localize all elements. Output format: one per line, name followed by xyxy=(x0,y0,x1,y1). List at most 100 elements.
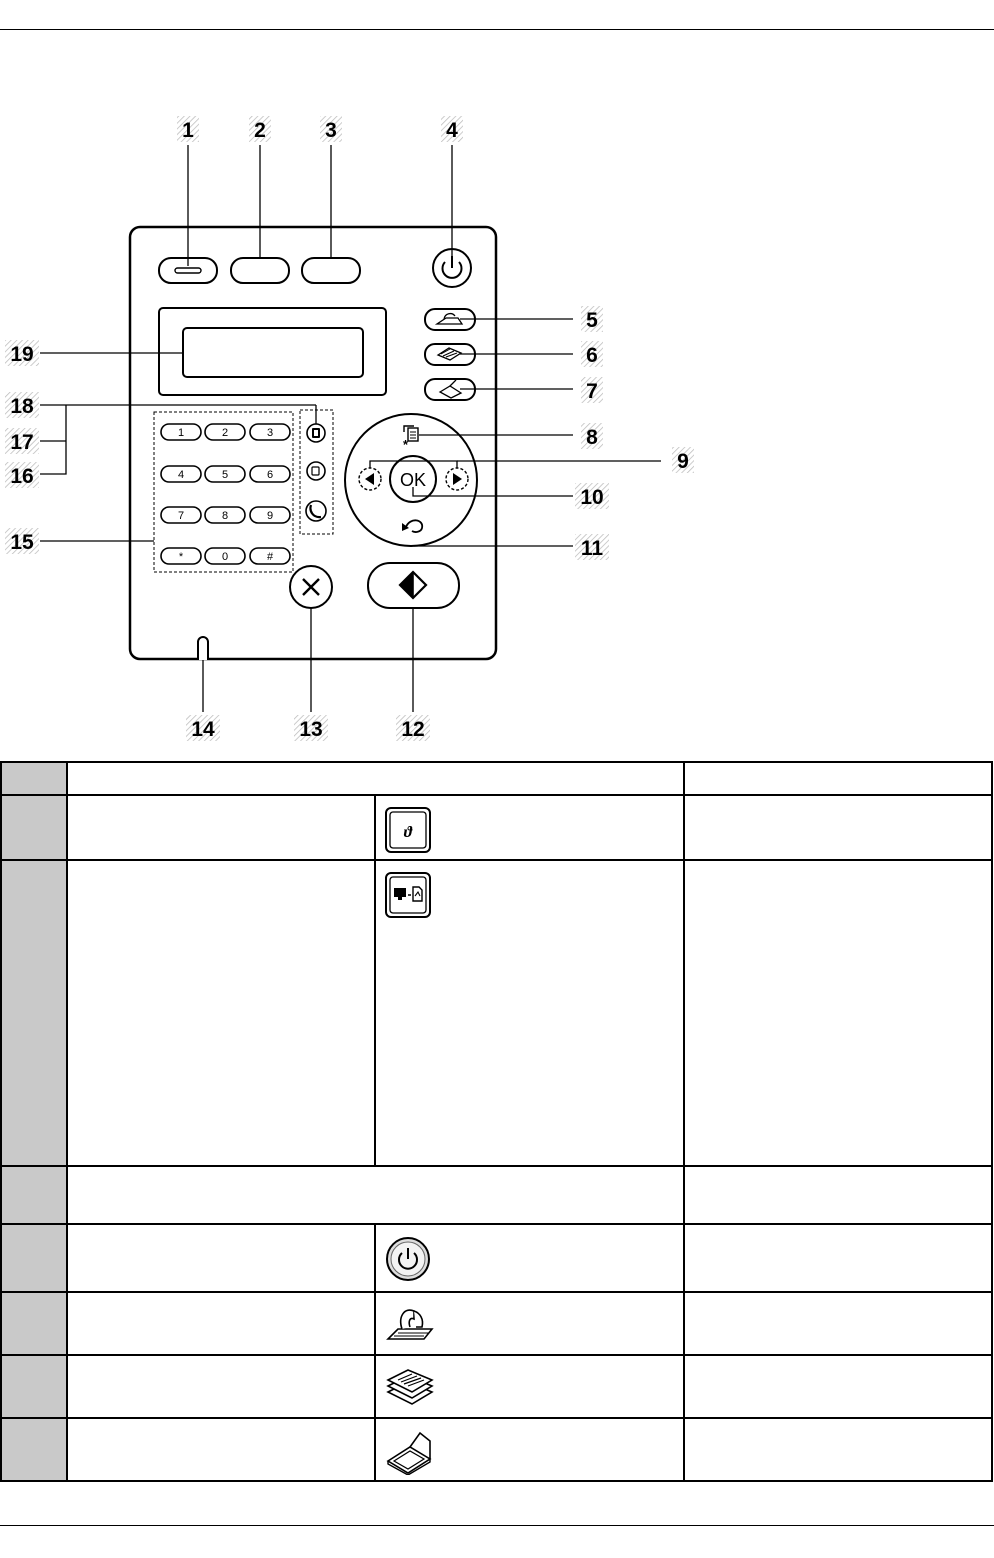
bottom-rule xyxy=(0,1525,994,1526)
row-description-cell xyxy=(682,794,994,861)
callout-hatch xyxy=(441,116,463,142)
keypad-key-label: 4 xyxy=(178,469,184,481)
row-description-cell xyxy=(682,1165,994,1225)
row-index-cell xyxy=(0,1354,68,1419)
row-icon-cell xyxy=(374,1354,685,1419)
keypad-key-3[interactable]: 3 xyxy=(249,423,291,441)
keypad-key-label: * xyxy=(179,551,184,563)
callout-hatch xyxy=(320,116,342,142)
row-description-cell xyxy=(682,1417,994,1482)
keypad-key-#[interactable]: # xyxy=(249,547,291,565)
keypad-key-label: 8 xyxy=(222,510,228,522)
table-row xyxy=(0,859,994,1167)
callout-hatch xyxy=(186,715,220,741)
callout-number-18: 18 xyxy=(10,395,34,418)
row-index-cell xyxy=(0,1291,68,1356)
callout-hatch xyxy=(581,377,603,403)
table-row: ϑ xyxy=(0,794,994,861)
callout-hatch xyxy=(575,534,609,560)
row-name-cell xyxy=(65,1354,377,1419)
row-index-cell xyxy=(0,859,68,1167)
ok-button[interactable]: OK xyxy=(389,455,437,503)
callout-hatch xyxy=(396,715,430,741)
table-header xyxy=(0,761,994,796)
keypad-key-5[interactable]: 5 xyxy=(204,465,246,483)
keypad-key-1[interactable]: 1 xyxy=(160,423,202,441)
callout-number-11: 11 xyxy=(581,537,604,560)
row-icon-cell xyxy=(374,1291,685,1356)
callout-number-7: 7 xyxy=(586,380,598,403)
callout-hatch xyxy=(5,528,39,554)
eco-icon: ϑ xyxy=(385,807,432,853)
keypad-key-8[interactable]: 8 xyxy=(204,506,246,524)
keypad-key-2[interactable]: 2 xyxy=(204,423,246,441)
keypad-key-*[interactable]: * xyxy=(160,547,202,565)
back-button[interactable] xyxy=(402,519,423,533)
power-icon xyxy=(386,1237,431,1281)
callout-number-1: 1 xyxy=(182,119,194,142)
svg-text:*: * xyxy=(403,437,409,452)
row-name-cell xyxy=(66,1165,685,1225)
numeric-keypad: 1 2 3 4 5 6 7 8 9 * 0 # xyxy=(160,423,291,565)
callout-hatch xyxy=(177,116,199,142)
keypad-key-label: # xyxy=(267,551,274,563)
callout-hatch xyxy=(581,306,603,332)
copy-mode-icon xyxy=(386,1369,435,1405)
callout-hatch xyxy=(5,428,39,454)
table-row xyxy=(0,1417,994,1482)
svg-text:ϑ: ϑ xyxy=(404,824,414,841)
fax-mode-icon xyxy=(386,1309,434,1340)
row-index-cell xyxy=(0,1223,68,1293)
callout-number-12: 12 xyxy=(401,718,424,741)
callout-hatch xyxy=(249,116,271,142)
row-icon-cell: ϑ xyxy=(374,794,685,861)
on-hook-dial-button[interactable] xyxy=(305,500,327,522)
row-name-cell xyxy=(65,859,377,1167)
stop-clear-button[interactable] xyxy=(289,565,333,609)
row-icon-cell xyxy=(374,1417,685,1482)
header-description-cell xyxy=(682,761,994,796)
table-row xyxy=(0,1223,994,1293)
header-index-cell xyxy=(0,761,68,796)
row-name-cell xyxy=(65,794,377,861)
row-name-cell xyxy=(65,1417,377,1482)
row-index-cell xyxy=(0,794,68,861)
start-button[interactable] xyxy=(367,562,460,609)
callout-hatch xyxy=(5,392,39,418)
status-led xyxy=(197,636,209,660)
table-row xyxy=(0,1165,994,1225)
direct-usb-print-screen-icon xyxy=(385,872,432,918)
keypad-key-label: 5 xyxy=(222,469,228,481)
keypad-key-0[interactable]: 0 xyxy=(204,547,246,565)
callout-number-6: 6 xyxy=(586,344,598,367)
callout-hatch xyxy=(575,483,609,509)
keypad-key-7[interactable]: 7 xyxy=(160,506,202,524)
leader-lines xyxy=(40,145,661,712)
right-arrow-button[interactable] xyxy=(445,467,469,491)
direct-usb-button[interactable] xyxy=(230,257,290,284)
row-description-cell xyxy=(682,1354,994,1419)
callout-hatch xyxy=(5,340,39,366)
row-index-cell xyxy=(0,1417,68,1482)
callout-number-14: 14 xyxy=(191,718,215,741)
keypad-key-label: 7 xyxy=(178,510,184,522)
redial-pause-button[interactable] xyxy=(306,461,326,481)
callout-number-5: 5 xyxy=(586,309,598,332)
row-name-cell xyxy=(65,1291,377,1356)
id-copy-button[interactable] xyxy=(301,257,361,284)
callout-hatch xyxy=(5,462,39,488)
header-name-cell xyxy=(66,761,685,796)
callout-hatch xyxy=(672,447,694,473)
left-arrow-button[interactable] xyxy=(358,467,382,491)
callout-number-9: 9 xyxy=(677,450,689,473)
keypad-key-4[interactable]: 4 xyxy=(160,465,202,483)
callout-number-19: 19 xyxy=(10,343,33,366)
menu-button[interactable]: * xyxy=(403,425,419,452)
address-book-button[interactable] xyxy=(306,423,326,443)
keypad-key-6[interactable]: 6 xyxy=(249,465,291,483)
callout-hatch xyxy=(581,423,603,449)
keypad-key-9[interactable]: 9 xyxy=(249,506,291,524)
keypad-key-label: 2 xyxy=(222,427,228,439)
top-rule xyxy=(0,29,994,30)
row-icon-cell xyxy=(374,859,685,1167)
